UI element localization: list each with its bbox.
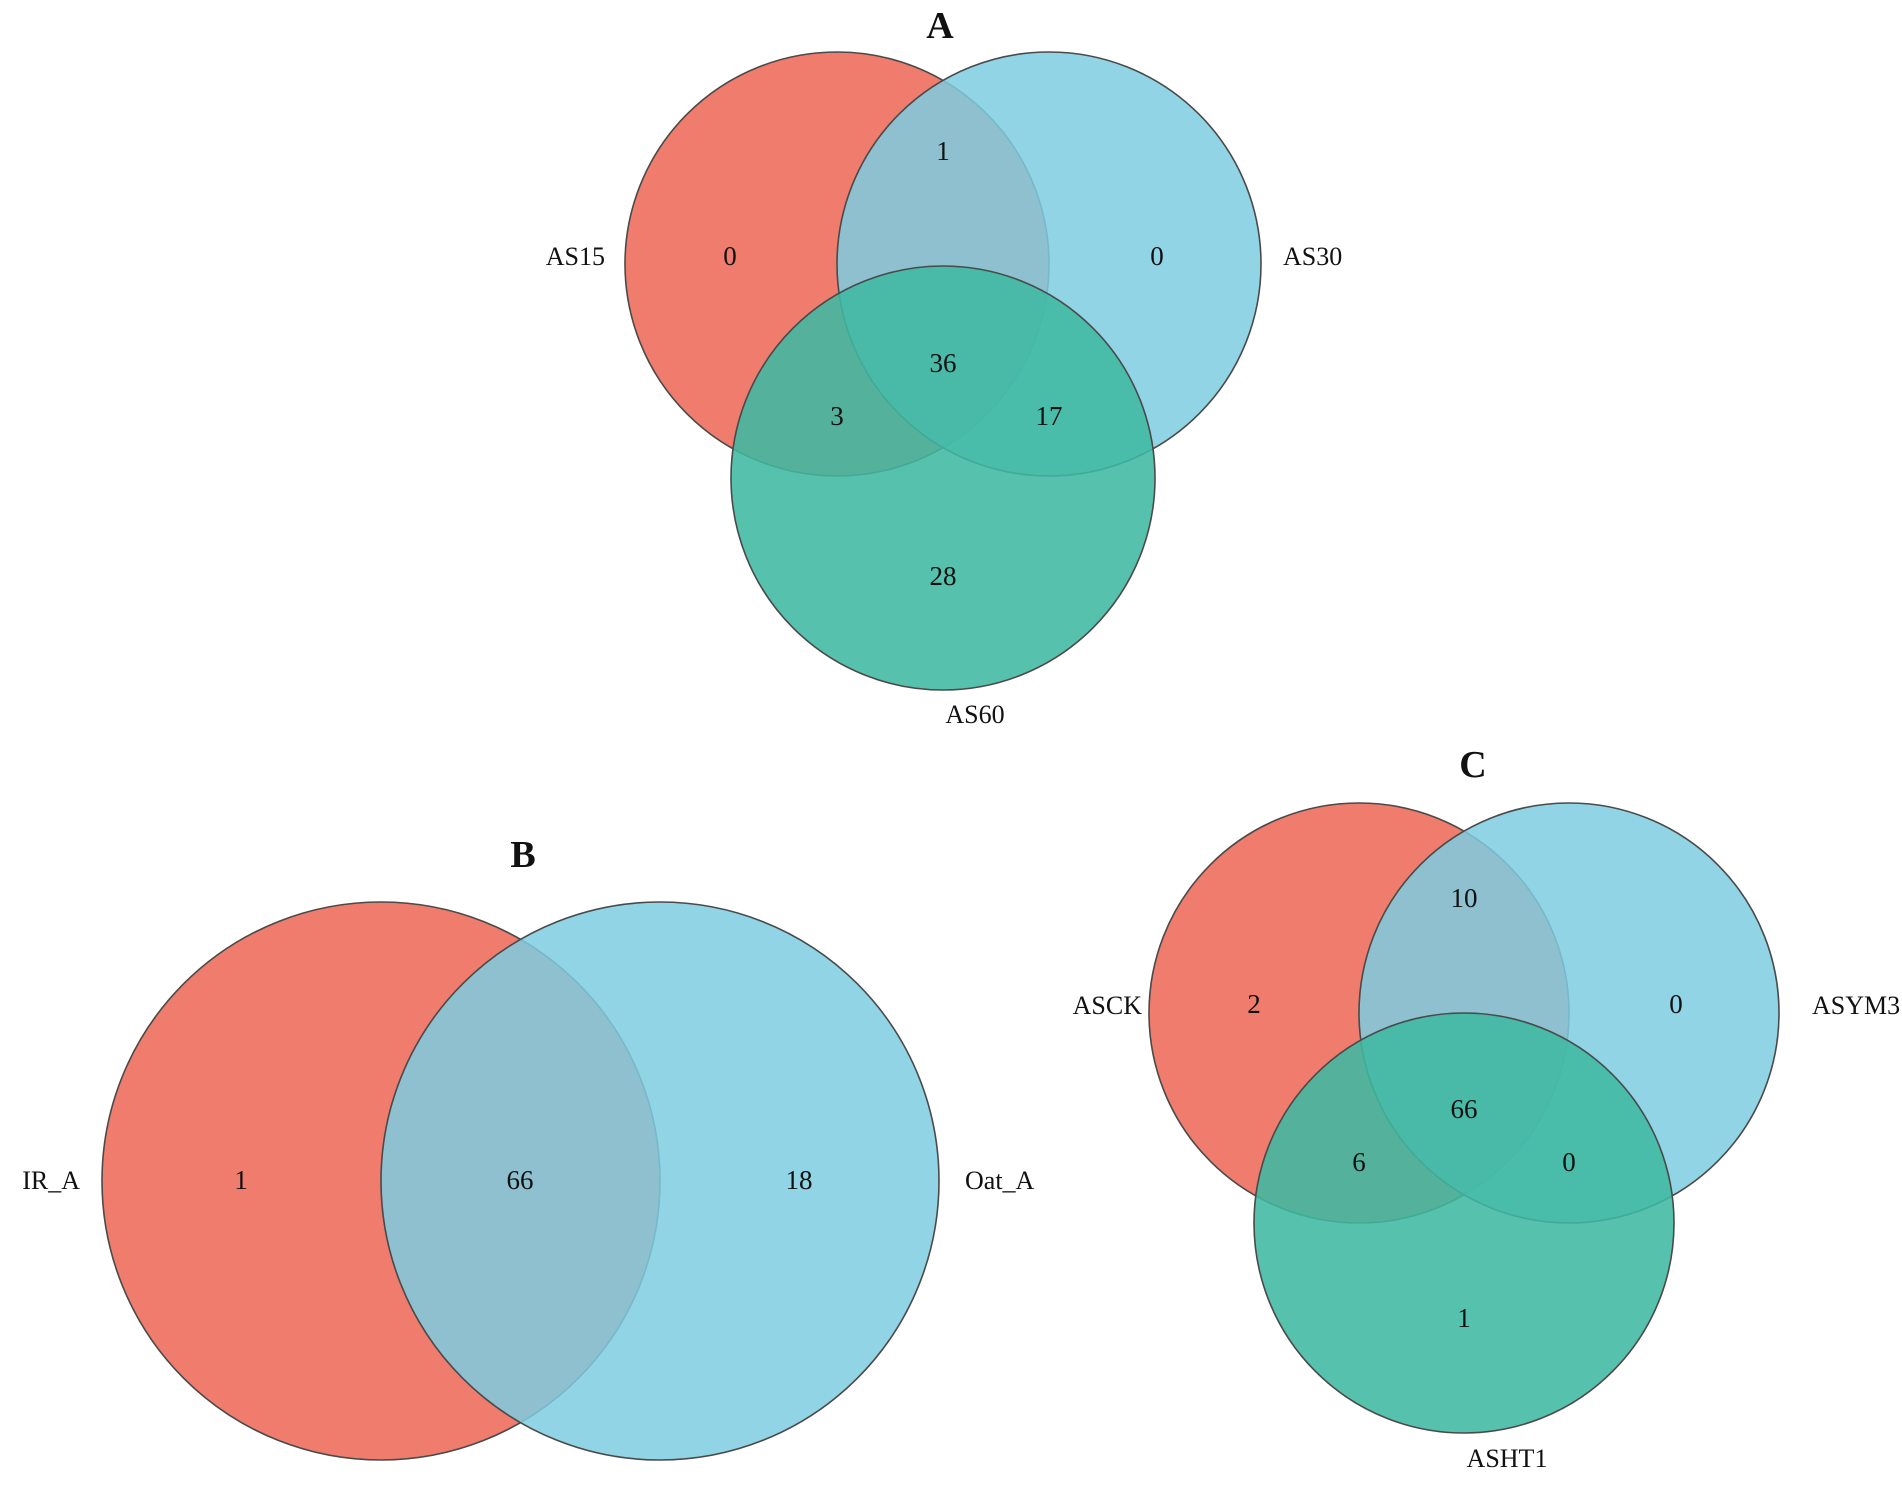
panel-a-label-as15: AS15 <box>546 242 605 271</box>
panel-b-count-ir-a-only: 1 <box>234 1165 248 1195</box>
panel-c-count-asck-asht1: 6 <box>1352 1147 1366 1177</box>
panel-c-label-asym3: ASYM3 <box>1812 991 1900 1020</box>
panel-b: B IR_A Oat_A 1 66 18 <box>22 834 1035 1461</box>
panel-a-count-as15-only: 0 <box>723 241 737 271</box>
panel-c-count-all: 66 <box>1451 1094 1478 1124</box>
panel-c-count-asym3-asht1: 0 <box>1562 1147 1576 1177</box>
panel-c-label-asck: ASCK <box>1073 991 1143 1020</box>
panel-b-count-oat-a-only: 18 <box>786 1165 813 1195</box>
panel-a: A AS15 AS30 AS60 0 0 1 36 3 17 28 <box>546 5 1343 729</box>
panel-b-label-ir-a: IR_A <box>22 1166 80 1195</box>
panel-b-count-both: 66 <box>507 1165 534 1195</box>
panel-a-label-as30: AS30 <box>1283 242 1342 271</box>
panel-a-count-as30-as60: 17 <box>1036 401 1063 431</box>
panel-a-circle-as60 <box>730 265 1156 691</box>
panel-b-title: B <box>510 834 535 876</box>
panel-a-count-as15-as60: 3 <box>830 401 844 431</box>
panel-c: C ASCK ASYM3 ASHT1 2 0 10 66 6 0 1 <box>1073 744 1901 1473</box>
panel-c-circle-asht1 <box>1253 1012 1675 1434</box>
panel-a-count-as30-only: 0 <box>1150 241 1164 271</box>
panel-c-label-asht1: ASHT1 <box>1467 1444 1548 1473</box>
panel-a-count-as15-as30: 1 <box>936 136 950 166</box>
panel-c-count-asht1-only: 1 <box>1457 1303 1471 1333</box>
panel-a-count-as60-only: 28 <box>930 561 957 591</box>
panel-c-count-asck-only: 2 <box>1247 989 1261 1019</box>
panel-c-count-asym3-only: 0 <box>1669 989 1683 1019</box>
panel-a-count-all: 36 <box>930 348 957 378</box>
panel-a-title: A <box>926 5 954 47</box>
panel-c-title: C <box>1459 744 1486 786</box>
panel-a-label-as60: AS60 <box>945 700 1004 729</box>
panel-b-label-oat-a: Oat_A <box>965 1166 1035 1195</box>
panel-c-count-asck-asym3: 10 <box>1451 883 1478 913</box>
panel-b-circle-oat-a <box>380 901 940 1461</box>
